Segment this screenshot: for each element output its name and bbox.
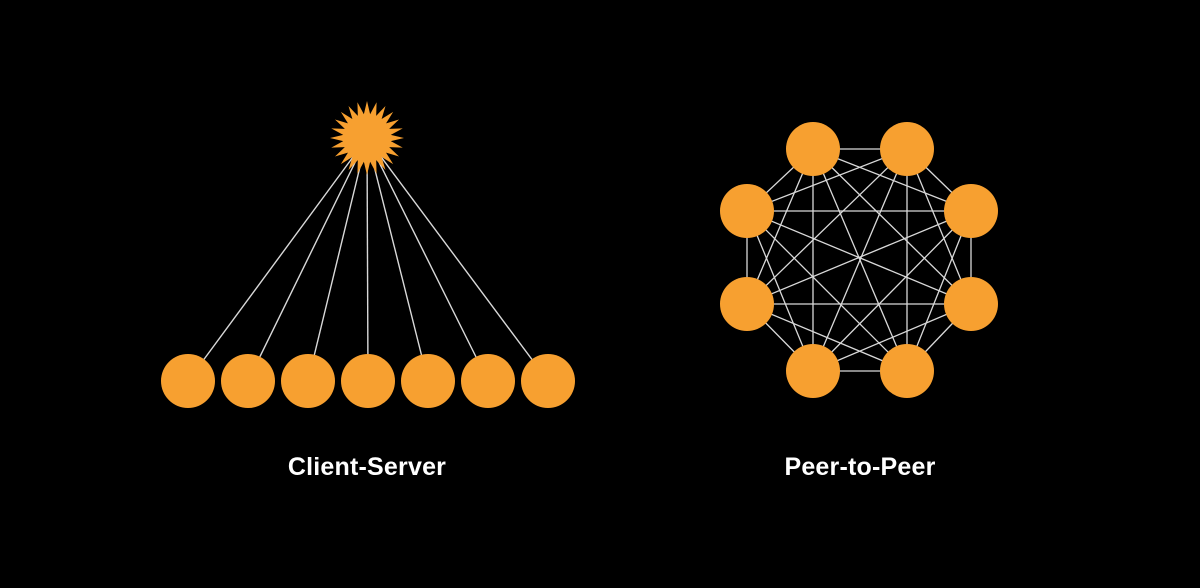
peer-to-peer-peers [720,122,998,398]
client-server-link [307,137,368,382]
client-server-link [366,137,369,382]
client-node [161,354,215,408]
peer-node [944,184,998,238]
client-node [341,354,395,408]
client-server-link [366,137,549,382]
peer-link [746,148,908,212]
client-server-links [187,137,549,382]
peer-link [812,148,908,372]
client-node [461,354,515,408]
client-node [521,354,575,408]
client-node [281,354,335,408]
client-node [401,354,455,408]
peer-link [746,210,908,372]
peer-link [812,148,972,305]
peer-link [746,210,814,372]
client-node [221,354,275,408]
client-server-clients [161,354,575,408]
peer-link [812,303,972,372]
peer-node [720,184,774,238]
client-server-caption: Client-Server [287,453,447,481]
peer-node [786,344,840,398]
peer-to-peer-caption: Peer-to-Peer [784,453,936,481]
peer-node [786,122,840,176]
peer-link [746,148,814,305]
client-server-link [187,137,368,382]
server-node [330,101,404,175]
peer-node [944,277,998,331]
peer-to-peer-links [746,148,972,372]
client-server-link [366,137,429,382]
server-core [345,116,389,160]
client-server-link [247,137,368,382]
peer-link [812,148,972,212]
peer-link [746,210,972,305]
client-server-link [366,137,489,382]
peer-node [880,344,934,398]
peer-link [812,210,972,372]
peer-link [906,148,972,305]
peer-link [746,303,908,372]
peer-node [720,277,774,331]
peer-link [746,148,908,305]
peer-node [880,122,934,176]
